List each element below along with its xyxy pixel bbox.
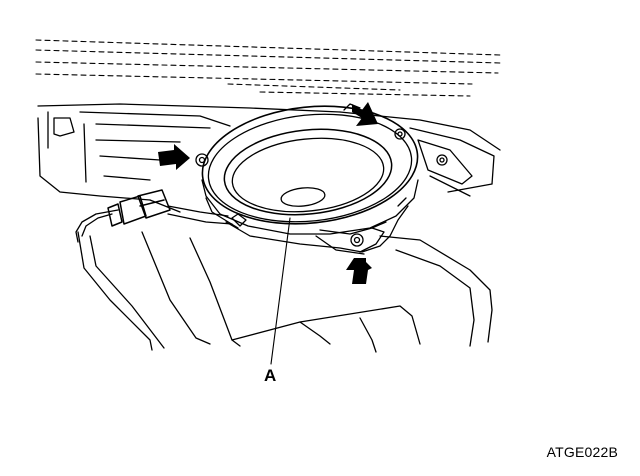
- arrow-fastener-left: [158, 144, 190, 170]
- lower-tray: [77, 231, 493, 353]
- leader-line-a: [270, 217, 291, 365]
- fastener-nuts: [195, 103, 448, 247]
- speaker: [201, 105, 419, 235]
- dashed-window-lines: [35, 39, 501, 97]
- wire-harness: [75, 205, 233, 243]
- arrow-fastener-top: [352, 102, 378, 126]
- callout-label-a: A: [264, 366, 277, 385]
- figure-code: ATGE022B: [546, 444, 618, 460]
- arrow-fastener-bottom: [346, 258, 372, 284]
- speaker-bracket: [225, 205, 409, 255]
- body-panel: [37, 103, 501, 213]
- wire-connector: [107, 189, 171, 227]
